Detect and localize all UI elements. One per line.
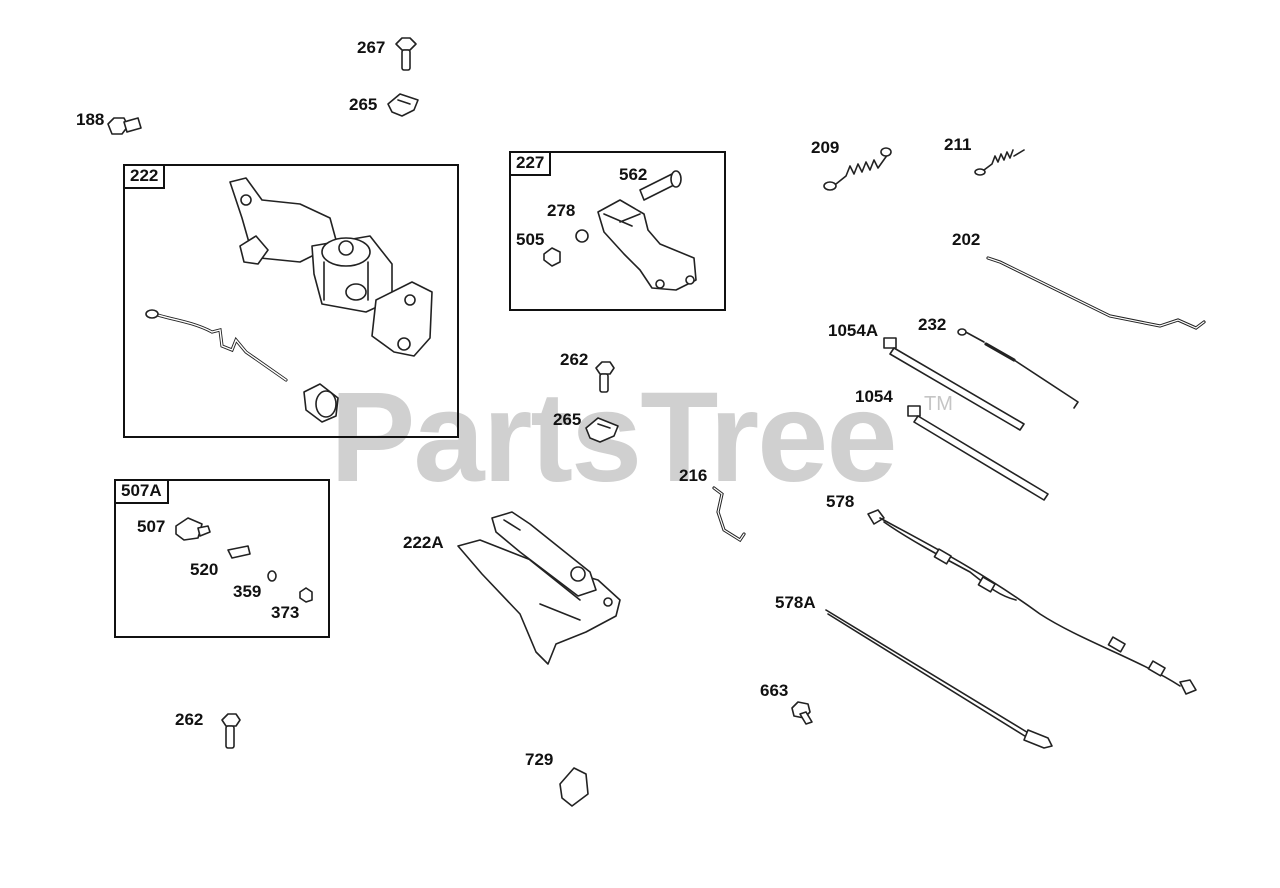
part-262-bolt-bottom[interactable]: [221, 713, 241, 749]
part-211-spring[interactable]: [974, 149, 1025, 176]
part-227-lever-bracket[interactable]: [597, 199, 697, 291]
callout-232[interactable]: 232: [918, 315, 947, 334]
part-663-bolt[interactable]: [791, 701, 813, 725]
part-188-bolt[interactable]: [107, 117, 142, 135]
callout-188[interactable]: 188: [76, 110, 105, 129]
box-label-227: 227: [509, 151, 552, 176]
callout-1054[interactable]: 1054: [855, 387, 893, 406]
part-578a-cable[interactable]: [825, 609, 1053, 749]
part-278-washer[interactable]: [575, 229, 589, 243]
assembly-box-227: 227: [509, 151, 726, 311]
trademark-mark: TM: [924, 393, 953, 415]
callout-265[interactable]: 265: [349, 95, 378, 114]
part-222a-lever-plate[interactable]: [457, 511, 621, 665]
callout-729[interactable]: 729: [525, 750, 554, 769]
part-729-cap[interactable]: [559, 767, 589, 807]
callout-278[interactable]: 278: [547, 201, 576, 220]
part-359-washer[interactable]: [267, 570, 277, 582]
callout-578a[interactable]: 578A: [775, 593, 816, 612]
part-505-nut[interactable]: [543, 247, 561, 267]
part-222-bushing[interactable]: [303, 383, 339, 423]
part-373-nut[interactable]: [299, 587, 313, 603]
callout-265-mid[interactable]: 265: [553, 410, 582, 429]
part-202-rod[interactable]: [986, 256, 1206, 330]
part-265-clip-mid[interactable]: [585, 417, 619, 443]
callout-262-bottom[interactable]: 262: [175, 710, 204, 729]
callout-520[interactable]: 520: [190, 560, 219, 579]
callout-562[interactable]: 562: [619, 165, 648, 184]
callout-267[interactable]: 267: [357, 38, 386, 57]
part-222-link-rod[interactable]: [145, 309, 288, 382]
callout-209[interactable]: 209: [811, 138, 840, 157]
assembly-box-222: 222: [123, 164, 459, 438]
box-label-507a: 507A: [114, 479, 169, 504]
callout-216[interactable]: 216: [679, 466, 708, 485]
part-562-pin[interactable]: [639, 170, 682, 201]
part-222-control-bracket[interactable]: [229, 177, 433, 357]
callout-505[interactable]: 505: [516, 230, 545, 249]
callout-222a[interactable]: 222A: [403, 533, 444, 552]
callout-507[interactable]: 507: [137, 517, 166, 536]
part-1054a-cable-tie[interactable]: [883, 337, 1025, 431]
part-507-switch[interactable]: [175, 517, 211, 541]
assembly-box-507a: 507A: [114, 479, 330, 638]
part-209-spring[interactable]: [823, 147, 892, 191]
callout-1054a[interactable]: 1054A: [828, 321, 879, 340]
callout-211[interactable]: 211: [944, 135, 972, 154]
callout-663[interactable]: 663: [760, 681, 789, 700]
part-520-plate[interactable]: [227, 545, 251, 559]
callout-373[interactable]: 373: [271, 603, 300, 622]
part-267-bolt[interactable]: [395, 37, 417, 71]
part-1054-cable-tie[interactable]: [907, 405, 1049, 501]
callout-202[interactable]: 202: [952, 230, 981, 249]
part-232-extension-spring[interactable]: [957, 328, 1079, 409]
callout-359[interactable]: 359: [233, 582, 262, 601]
callout-578[interactable]: 578: [826, 492, 855, 511]
part-578-cable[interactable]: [867, 509, 1197, 695]
part-265-clip-top[interactable]: [387, 93, 419, 117]
part-262-bolt-mid[interactable]: [595, 361, 615, 393]
box-label-222: 222: [123, 164, 166, 189]
callout-262[interactable]: 262: [560, 350, 589, 369]
